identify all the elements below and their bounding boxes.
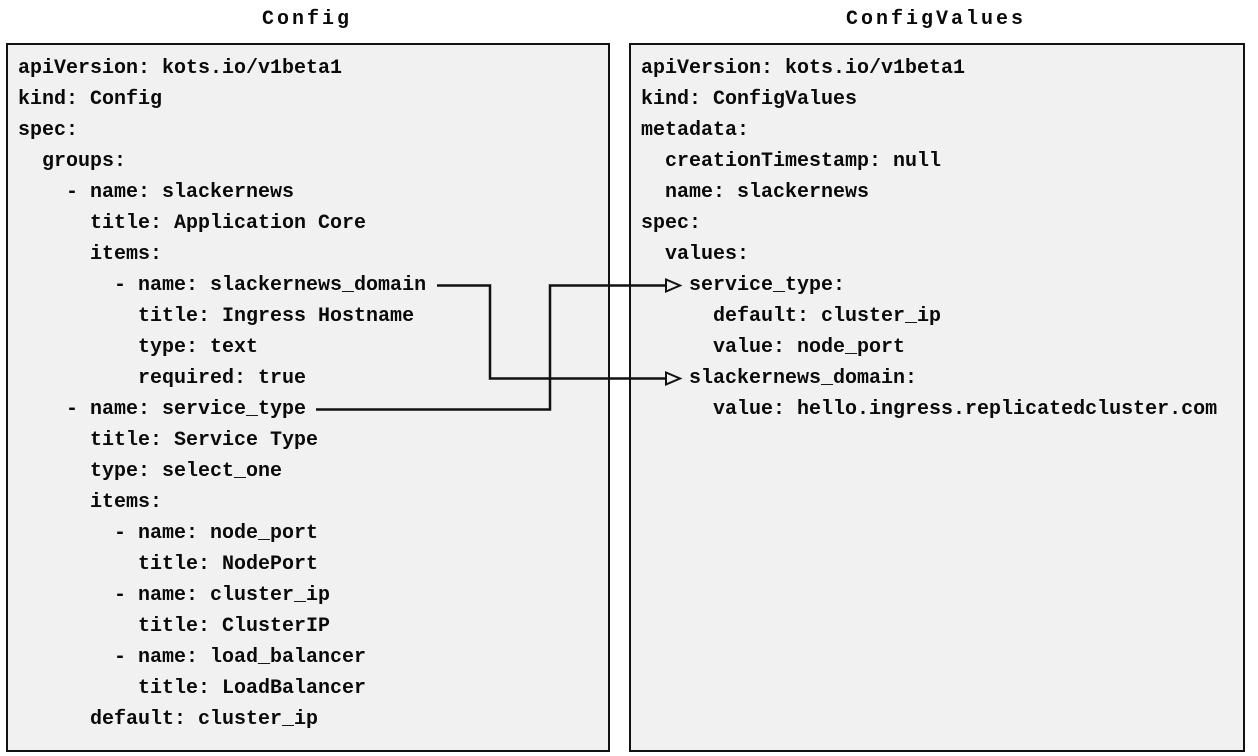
code-line: apiVersion: kots.io/v1beta1 bbox=[18, 57, 343, 80]
code-line: title: ClusterIP bbox=[18, 615, 331, 638]
code-line: title: LoadBalancer bbox=[18, 677, 367, 700]
code-line: - name: node_port bbox=[18, 522, 319, 545]
code-line: kind: ConfigValues bbox=[641, 88, 858, 111]
code-line-slackernews-domain-target: slackernews_domain: bbox=[641, 367, 918, 390]
code-line: value: hello.ingress.replicatedcluster.c… bbox=[641, 398, 1218, 421]
code-line: default: cluster_ip bbox=[641, 305, 942, 328]
code-line-slackernews-domain-source: - name: slackernews_domain bbox=[18, 274, 427, 297]
code-line-service-type-target: service_type: bbox=[641, 274, 846, 297]
code-line: value: node_port bbox=[641, 336, 906, 359]
code-line: default: cluster_ip bbox=[18, 708, 319, 731]
code-line-service-type-source: - name: service_type bbox=[18, 398, 307, 421]
code-line: title: Application Core bbox=[18, 212, 367, 235]
code-line: - name: cluster_ip bbox=[18, 584, 331, 607]
code-line: type: text bbox=[18, 336, 259, 359]
code-line: required: true bbox=[18, 367, 307, 390]
configvalues-panel-title: ConfigValues bbox=[845, 8, 1027, 31]
code-line: items: bbox=[18, 243, 163, 266]
code-line: title: NodePort bbox=[18, 553, 319, 576]
code-line: title: Ingress Hostname bbox=[18, 305, 415, 328]
config-panel-title: Config bbox=[261, 8, 352, 31]
code-line: kind: Config bbox=[18, 88, 163, 111]
code-line: - name: slackernews bbox=[18, 181, 295, 204]
code-line: title: Service Type bbox=[18, 429, 319, 452]
code-line: apiVersion: kots.io/v1beta1 bbox=[641, 57, 966, 80]
code-line: metadata: bbox=[641, 119, 750, 142]
configvalues-yaml-panel: apiVersion: kots.io/v1beta1 kind: Config… bbox=[629, 43, 1245, 752]
code-line: type: select_one bbox=[18, 460, 283, 483]
code-line: values: bbox=[641, 243, 750, 266]
code-line: spec: bbox=[641, 212, 702, 235]
code-line: creationTimestamp: null bbox=[641, 150, 942, 173]
code-line: items: bbox=[18, 491, 163, 514]
code-line: spec: bbox=[18, 119, 79, 142]
code-line: name: slackernews bbox=[641, 181, 870, 204]
config-yaml-panel: apiVersion: kots.io/v1beta1 kind: Config… bbox=[6, 43, 610, 752]
code-line: - name: load_balancer bbox=[18, 646, 367, 669]
code-line: groups: bbox=[18, 150, 127, 173]
